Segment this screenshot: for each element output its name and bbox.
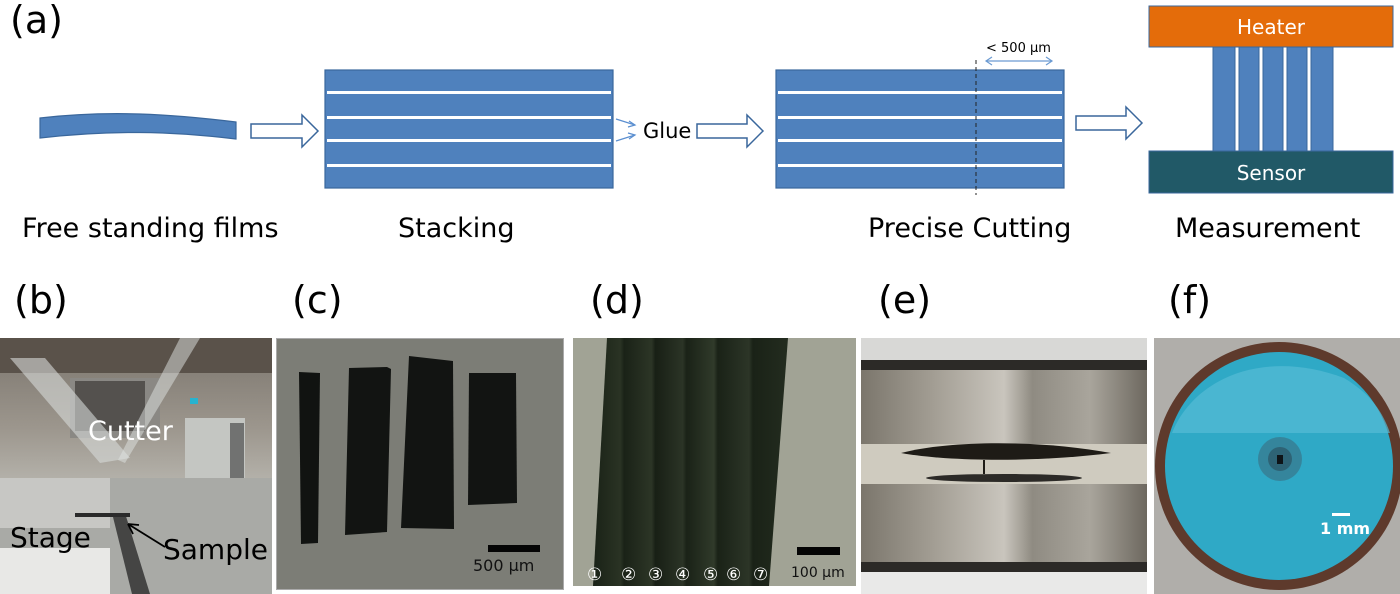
- arrow-icon: [250, 113, 320, 149]
- cut-stacked-films: [775, 60, 1065, 195]
- layer-marker: ⑤: [703, 565, 719, 585]
- glue-arrows-icon: [615, 118, 637, 142]
- cut-width-label: < 500 µm: [986, 41, 1051, 56]
- panel-b-label: (b): [14, 278, 68, 322]
- layer-marker: ④: [675, 565, 691, 585]
- step-caption-films: Free standing films: [22, 213, 279, 244]
- step-caption-cutting: Precise Cutting: [868, 213, 1072, 244]
- stage-annotation: Stage: [10, 521, 91, 554]
- sample-pointer-arrow-icon: [127, 523, 166, 548]
- layer-marker: ③: [648, 565, 664, 585]
- stacked-films: [324, 69, 614, 189]
- panel-a-label: (a): [10, 0, 63, 42]
- heater-block: [1148, 5, 1394, 48]
- sample-annotation: Sample: [163, 533, 268, 566]
- panel-c-label: (c): [292, 278, 343, 322]
- heater-label: Heater: [1237, 15, 1306, 39]
- panel-d-label: (d): [590, 278, 644, 322]
- layer-marker: ⑥: [726, 565, 742, 585]
- glue-label: Glue: [643, 119, 691, 143]
- layer-marker: ①: [587, 565, 603, 585]
- panel-f-label: (f): [1168, 278, 1212, 322]
- process-schematic: Glue < 500 µm Heater Sensor: [39, 5, 1394, 195]
- sensor-label: Sensor: [1237, 161, 1306, 185]
- free-standing-film: [39, 113, 237, 140]
- layer-marker: ⑦: [753, 565, 769, 585]
- arrow-icon: [696, 113, 765, 149]
- step-caption-measurement: Measurement: [1175, 213, 1361, 244]
- cutter-annotation: Cutter: [88, 416, 173, 447]
- layer-marker: ②: [621, 565, 637, 585]
- stacked-layers-photo: 100 µm ① ② ③ ④ ⑤ ⑥ ⑦: [573, 338, 856, 586]
- measurement-setup: Heater Sensor: [1148, 5, 1394, 194]
- scale-bar-label: 500 µm: [473, 556, 535, 575]
- dimension-arrow-icon: [984, 56, 1054, 66]
- panel-e-label: (e): [878, 278, 932, 322]
- arrow-icon: [1075, 105, 1144, 141]
- scale-bar-label: 1 mm: [1320, 519, 1371, 538]
- measurement-plates-photo: [861, 338, 1147, 594]
- sample-topview-photo: 1 mm: [1154, 338, 1400, 594]
- cutter-photo: Cutter Stage Sample: [0, 338, 272, 594]
- scale-bar-label: 100 µm: [791, 565, 845, 581]
- step-caption-stacking: Stacking: [398, 213, 515, 244]
- cut-strips-photo: 500 µm: [276, 338, 564, 590]
- sensor-block: [1148, 150, 1394, 194]
